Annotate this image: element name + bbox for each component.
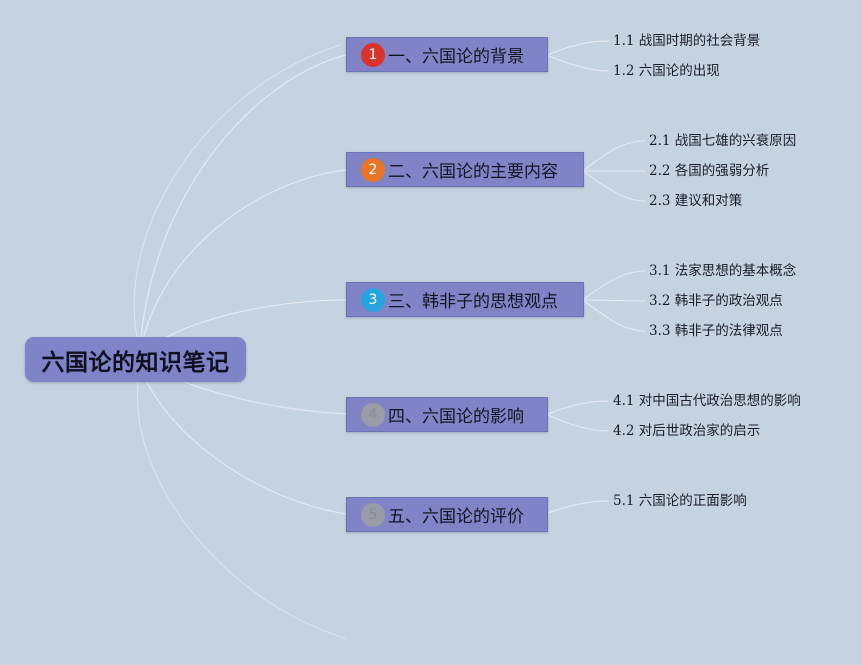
number-badge-icon: 5 (361, 502, 385, 527)
branch-node-1[interactable]: 1 一、六国论的背景 (346, 37, 548, 72)
branch-node-2[interactable]: 2 二、六国论的主要内容 (346, 152, 584, 187)
connector-decor-arc-top (133, 44, 341, 351)
number-badge-icon: 1 (361, 42, 385, 67)
leaf-node-1-2[interactable]: 1.2 六国论的出现 (613, 63, 720, 79)
connector-decor-arc-bottom (136, 369, 346, 639)
connector-b3-leaf-2 (583, 299, 646, 302)
leaf-node-2-1[interactable]: 2.1 战国七雄的兴衰原因 (649, 133, 797, 149)
leaf-node-4-1[interactable]: 4.1 对中国古代政治思想的影响 (613, 393, 801, 409)
root-node[interactable]: 六国论的知识笔记 (25, 337, 246, 382)
leaf-node-2-3[interactable]: 2.3 建议和对策 (649, 193, 743, 209)
connector-b2-leaf-3 (583, 171, 646, 202)
root-title: 六国论的知识笔记 (41, 349, 230, 376)
connector-b1-leaf-2 (547, 55, 609, 72)
leaf-node-3-2[interactable]: 3.2 韩非子的政治观点 (649, 293, 783, 309)
number-badge-icon: 4 (361, 402, 385, 427)
connector-root-branch-2 (139, 169, 347, 353)
connector-b2-leaf-1 (583, 140, 646, 171)
branch-node-4[interactable]: 4 四、六国论的影响 (346, 397, 548, 432)
leaf-node-2-2[interactable]: 2.2 各国的强弱分析 (649, 163, 770, 179)
number-badge-icon: 2 (361, 157, 385, 182)
leaf-node-1-1[interactable]: 1.1 战国时期的社会背景 (613, 33, 761, 49)
branch-label: 四、六国论的影响 (388, 407, 524, 427)
number-badge-icon: 3 (361, 287, 385, 312)
branch-node-5[interactable]: 5 五、六国论的评价 (346, 497, 548, 532)
connector-b3-leaf-3 (583, 300, 646, 332)
branch-label: 一、六国论的背景 (388, 47, 524, 67)
connector-root-branch-1 (139, 54, 347, 351)
branch-label: 五、六国论的评价 (388, 507, 524, 527)
connector-root-branch-5 (139, 367, 347, 515)
connector-b5-leaf-1 (547, 500, 609, 514)
branch-label: 二、六国论的主要内容 (388, 162, 558, 182)
leaf-node-4-2[interactable]: 4.2 对后世政治家的启示 (613, 423, 761, 439)
branch-label: 三、韩非子的思想观点 (388, 292, 558, 312)
leaf-node-3-1[interactable]: 3.1 法家思想的基本概念 (649, 263, 797, 279)
connector-b4-leaf-2 (547, 414, 609, 432)
connector-b3-leaf-1 (583, 270, 646, 300)
connector-b1-leaf-1 (547, 40, 609, 56)
leaf-node-5-1[interactable]: 5.1 六国论的正面影响 (613, 493, 747, 509)
connector-b4-leaf-1 (547, 400, 609, 415)
branch-node-3[interactable]: 3 三、韩非子的思想观点 (346, 282, 584, 317)
leaf-node-3-3[interactable]: 3.3 韩非子的法律观点 (649, 323, 783, 339)
